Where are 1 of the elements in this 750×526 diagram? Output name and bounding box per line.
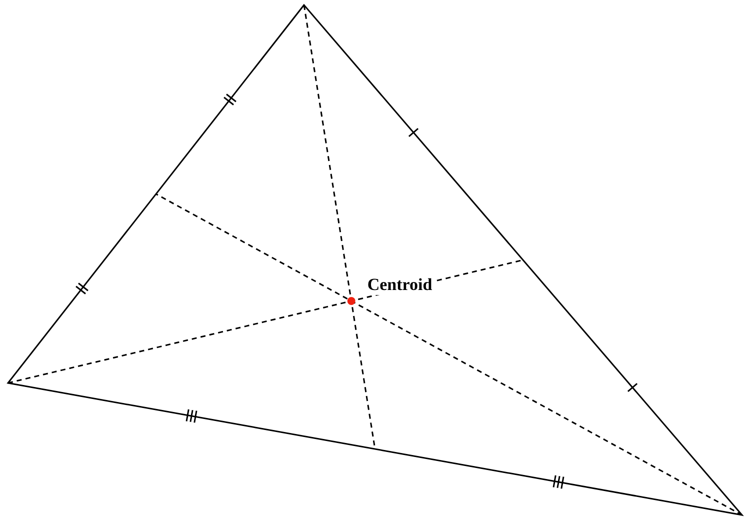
point-label: Centroid [365, 275, 434, 295]
